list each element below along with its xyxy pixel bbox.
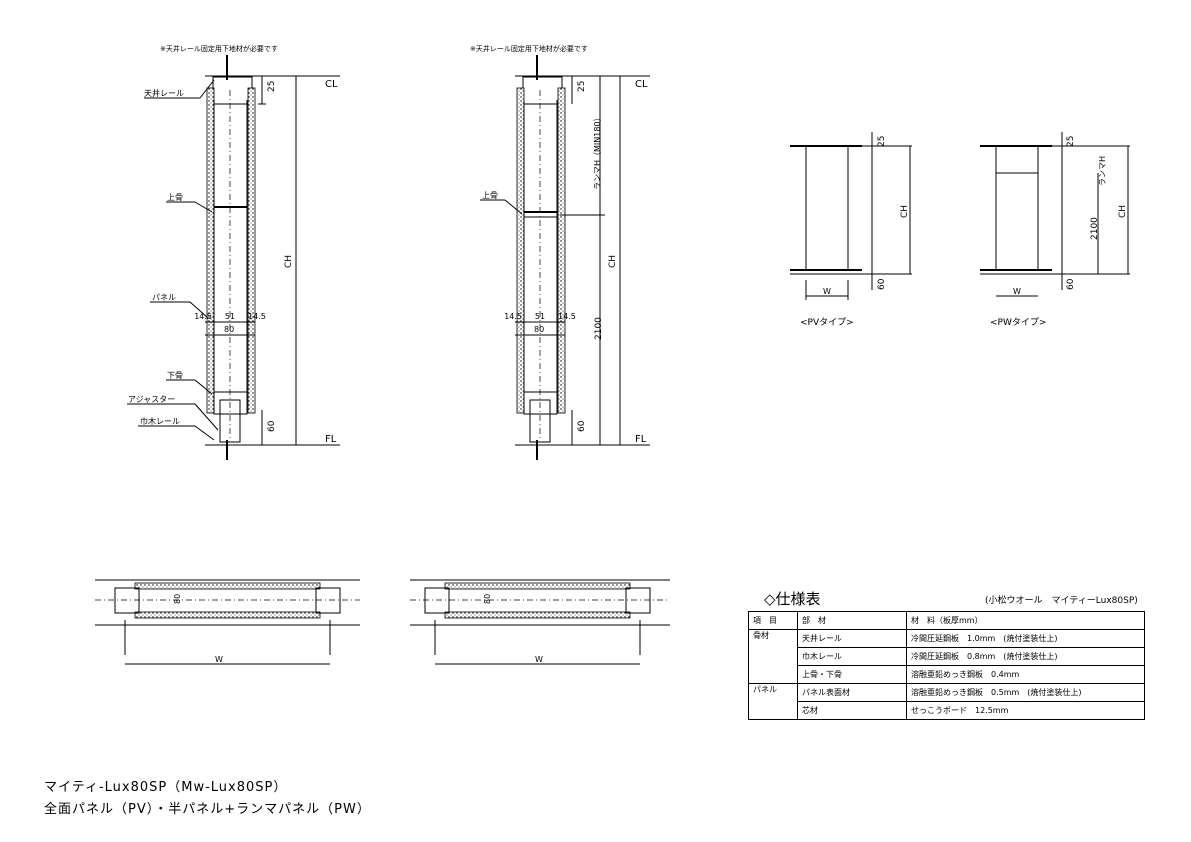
dim-14-5-left: 14.5 (194, 312, 212, 321)
dim-ch: CH (608, 255, 618, 268)
panel-label: パネル (152, 293, 176, 302)
header-cell: 部 材 (797, 611, 907, 630)
dim-25: 25 (577, 81, 587, 92)
spec-table-subtitle: (小松ウオール マイティーLux80SP) (985, 596, 1138, 606)
adjuster-label: アジャスター (128, 395, 175, 404)
ceiling-note: ※天井レール固定用下地材が必要です (470, 44, 588, 53)
pw-type-caption: <PWタイプ> (990, 317, 1046, 328)
ceiling-note: ※天井レール固定用下地材が必要です (160, 44, 278, 53)
table-row: 芯材せっこうボード 12.5mm (749, 701, 1145, 720)
spec-table: 項 目部 材材 料（板厚mm） 骨材天井レール冷間圧延鋼板 1.0mm (焼付塗… (748, 611, 1145, 720)
dim-ch: CH (1118, 205, 1128, 218)
plan-view-pw: W 80 (410, 579, 670, 665)
cell: 上骨・下骨 (797, 665, 907, 684)
dim-51: 51 (535, 312, 545, 321)
table-row: 骨材天井レール冷間圧延鋼板 1.0mm (焼付塗装仕上) (748, 629, 1145, 684)
cell: 骨材 (748, 629, 798, 684)
pv-type-caption: <PVタイプ> (800, 317, 854, 328)
table-row: 上骨・下骨溶融亜鉛めっき鋼板 0.4mm (749, 665, 1145, 684)
dim-w: W (1013, 287, 1021, 296)
dim-2100: 2100 (594, 317, 604, 340)
upper-frame-label: 上骨 (482, 191, 498, 200)
dim-25: 25 (1066, 136, 1076, 147)
dim-w: W (215, 655, 223, 664)
ranma-min-label: ランマH（MIN180） (593, 113, 602, 190)
spec-table-title: ◇仕様表 (764, 590, 821, 608)
cell: 溶融亜鉛めっき鋼板 0.5mm (焼付塗装仕上) (906, 683, 1145, 702)
drawing-title-line2: 全面パネル（PV）・半パネル+ランマパネル（PW） (44, 802, 371, 817)
ceiling-rail-label: 天井レール (144, 88, 184, 98)
drawing-title-line1: マイティ-Lux80SP（Mw-Lux80SP） (44, 780, 288, 795)
dim-60: 60 (267, 420, 277, 432)
cell: パネル表面材 (797, 683, 907, 702)
dim-80: 80 (534, 325, 544, 334)
cell: パネル (748, 683, 798, 720)
pv-type-elevation: 25 CH 60 W <PVタイプ> (790, 132, 912, 328)
fl-label: FL (325, 434, 337, 445)
dim-60: 60 (577, 420, 587, 432)
dim-51: 51 (225, 312, 235, 321)
section-view-pw: ※天井レール固定用下地材が必要です 25 ランマH（MIN180） 2100 C… (470, 44, 650, 460)
dim-80: 80 (173, 594, 182, 604)
dim-60: 60 (1066, 278, 1076, 290)
dim-60: 60 (877, 278, 887, 290)
dim-14-5-right: 14.5 (558, 312, 576, 321)
section-view-pv: ※天井レール固定用下地材が必要です 25 CH 60 CL FL 天井レール 上… (127, 44, 340, 460)
dim-w: W (823, 287, 831, 296)
dim-w: W (535, 655, 543, 664)
baseboard-rail-label: 巾木レール (140, 416, 180, 426)
cell: 天井レール (797, 629, 907, 648)
dim-80: 80 (483, 594, 492, 604)
cell: 冷間圧延鋼板 1.0mm (焼付塗装仕上) (906, 629, 1145, 648)
dim-ch: CH (900, 205, 910, 218)
dim-2100: 2100 (1090, 217, 1100, 240)
dim-14-5-right: 14.5 (248, 312, 266, 321)
pw-type-elevation: 25 ランマH 2100 CH 60 W <PWタイプ> (980, 132, 1130, 328)
cell: 芯材 (797, 701, 907, 720)
dim-14-5-left: 14.5 (504, 312, 522, 321)
dim-25: 25 (267, 81, 277, 92)
cl-label: CL (325, 79, 338, 90)
dim-ch: CH (284, 255, 294, 268)
cl-label: CL (635, 79, 648, 90)
cell: 冷間圧延鋼板 0.8mm (焼付塗装仕上) (906, 647, 1145, 666)
ranma-label: ランマH (1098, 156, 1107, 186)
dim-25: 25 (877, 136, 887, 147)
fl-label: FL (635, 434, 647, 445)
upper-frame-label: 上骨 (167, 193, 183, 202)
header-cell: 項 目 (748, 611, 798, 630)
header-cell: 材 料（板厚mm） (906, 611, 1145, 630)
dim-80: 80 (224, 325, 234, 334)
cell: 巾木レール (797, 647, 907, 666)
cell: 溶融亜鉛めっき鋼板 0.4mm (906, 665, 1145, 684)
table-row: パネルパネル表面材溶融亜鉛めっき鋼板 0.5mm (焼付塗装仕上) (748, 683, 1145, 720)
table-row: 巾木レール冷間圧延鋼板 0.8mm (焼付塗装仕上) (749, 647, 1145, 666)
plan-view-pv: W 80 (95, 579, 360, 665)
lower-frame-label: 下骨 (167, 371, 183, 380)
cell: せっこうボード 12.5mm (906, 701, 1145, 720)
table-header: 項 目部 材材 料（板厚mm） (748, 611, 1145, 630)
